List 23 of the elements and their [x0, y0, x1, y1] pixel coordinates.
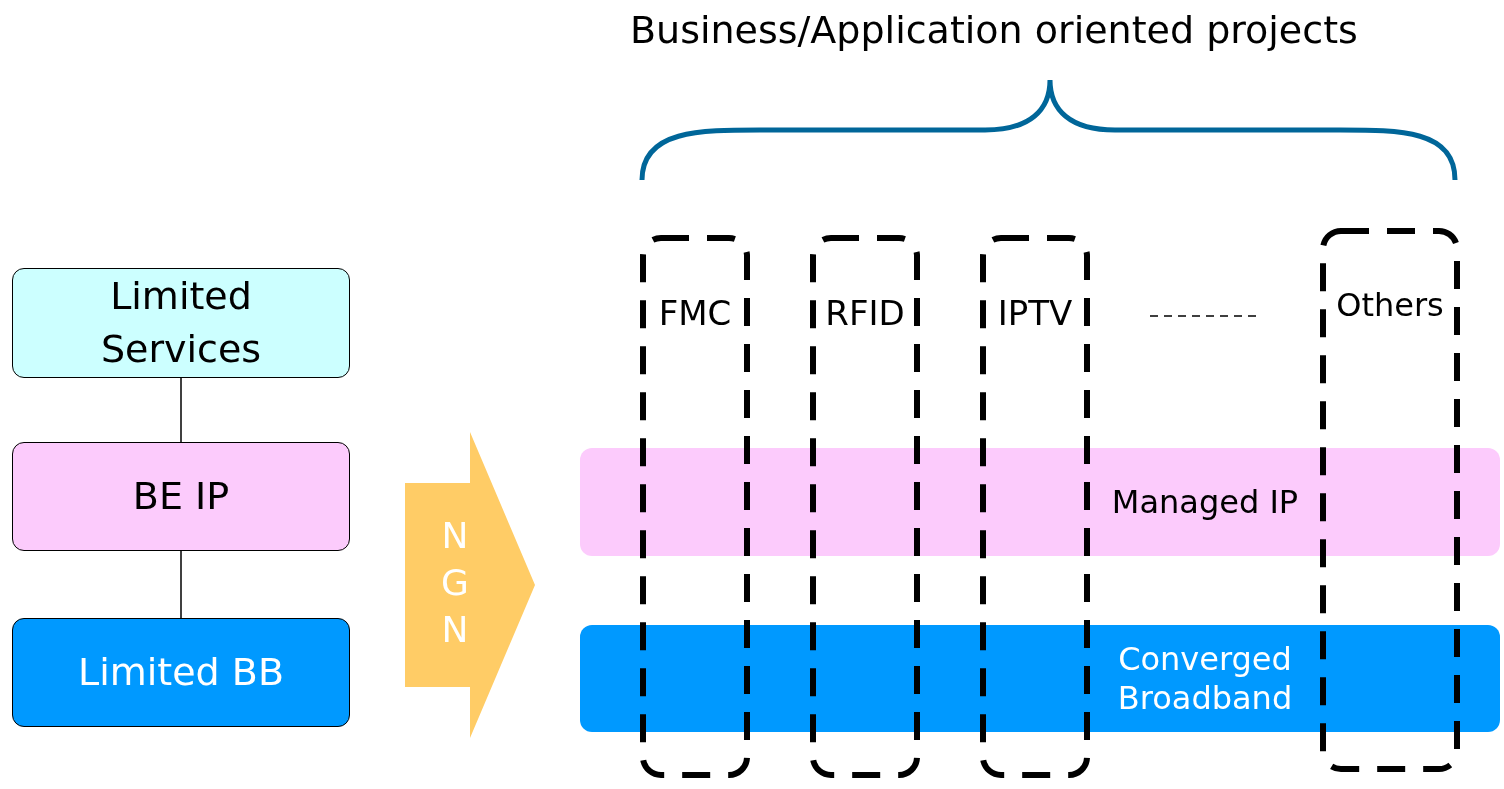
- node-label: Limited BB: [77, 648, 285, 696]
- node-label: Limited Services: [99, 272, 263, 373]
- connector-line: [180, 550, 182, 619]
- layer-band: [580, 448, 1500, 556]
- process-box: [12, 618, 350, 727]
- process-box: [12, 268, 350, 378]
- dashed-column: [1320, 228, 1460, 772]
- dashed-column: [640, 235, 750, 778]
- block-arrow: [405, 432, 535, 738]
- node-label: FMC: [658, 293, 732, 333]
- node-label: Converged Broadband: [1116, 640, 1294, 717]
- connector-line: [180, 377, 182, 443]
- node-label: Managed IP: [1110, 482, 1300, 522]
- node-label: RFID: [825, 293, 905, 333]
- layer-band: [580, 625, 1500, 732]
- dashed-column: [980, 235, 1090, 778]
- node-label: Others: [1336, 286, 1444, 324]
- heading: Business/Application oriented projects: [630, 8, 1358, 52]
- process-box: [12, 442, 350, 551]
- arrow-label: NGN: [434, 514, 476, 656]
- dashed-column: [810, 235, 920, 778]
- node-label: BE IP: [131, 472, 231, 520]
- node-label: IPTV: [997, 293, 1073, 333]
